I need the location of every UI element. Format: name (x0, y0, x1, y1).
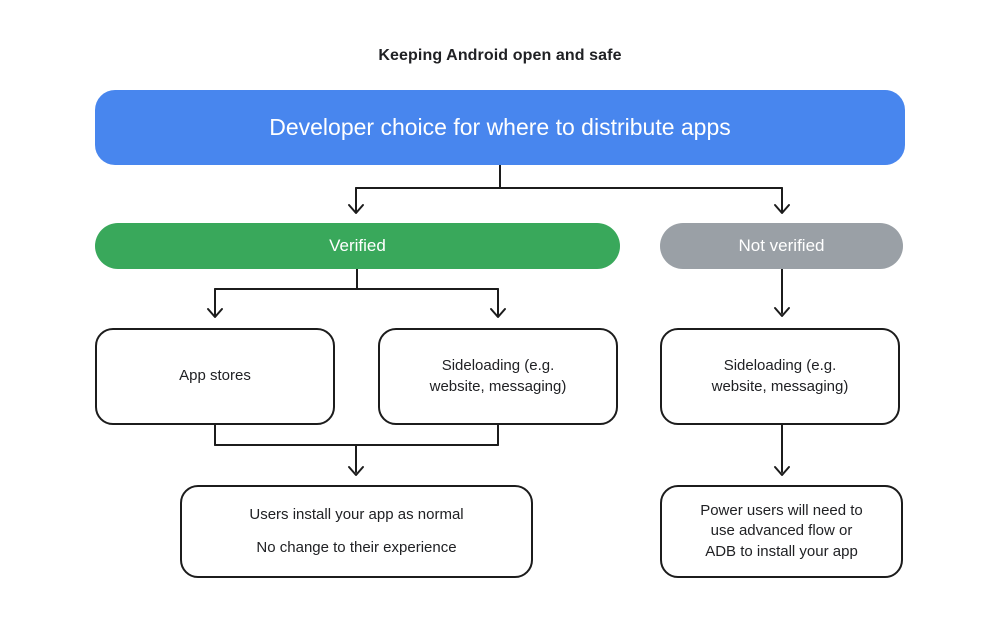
arrowhead-down-icon (774, 204, 790, 214)
node-label: Verified (329, 236, 386, 255)
node-label: Power users will need to use advanced fl… (700, 502, 863, 560)
node-verified: Verified (95, 223, 620, 269)
node-label-line2: No change to their experience (256, 538, 457, 556)
node-sideloading-not-verified: Sideloading (e.g. website, messaging) (660, 328, 900, 425)
node-not-verified: Not verified (660, 223, 903, 269)
arrowhead-down-icon (348, 204, 364, 214)
connector-root-branch (348, 164, 790, 214)
arrowhead-down-icon (774, 307, 790, 317)
node-users-install: Users install your app as normal No chan… (180, 485, 533, 578)
diagram-title: Keeping Android open and safe (378, 47, 622, 64)
arrowhead-down-icon (774, 466, 790, 476)
node-sideloading-verified: Sideloading (e.g. website, messaging) (378, 328, 618, 425)
node-label-line1: Users install your app as normal (249, 506, 464, 524)
arrowhead-down-icon (490, 308, 506, 318)
node-label: Developer choice for where to distribute… (269, 114, 731, 140)
node-label: Not verified (738, 236, 825, 255)
connector-not-verified-to-sideloading (774, 268, 790, 317)
node-label: App stores (179, 367, 251, 385)
connector-merge-to-users (214, 424, 499, 476)
node-label: Sideloading (e.g. website, messaging) (429, 357, 567, 395)
arrowhead-down-icon (348, 466, 364, 476)
connector-sideloading-to-power-users (774, 424, 790, 476)
node-developer-choice: Developer choice for where to distribute… (95, 90, 905, 165)
node-label: Sideloading (e.g. website, messaging) (711, 357, 849, 395)
node-power-users: Power users will need to use advanced fl… (660, 485, 903, 578)
node-label-group: Users install your app as normal No chan… (249, 505, 463, 558)
node-app-stores: App stores (95, 328, 335, 425)
arrowhead-down-icon (207, 308, 223, 318)
connector-verified-branch (207, 268, 506, 318)
